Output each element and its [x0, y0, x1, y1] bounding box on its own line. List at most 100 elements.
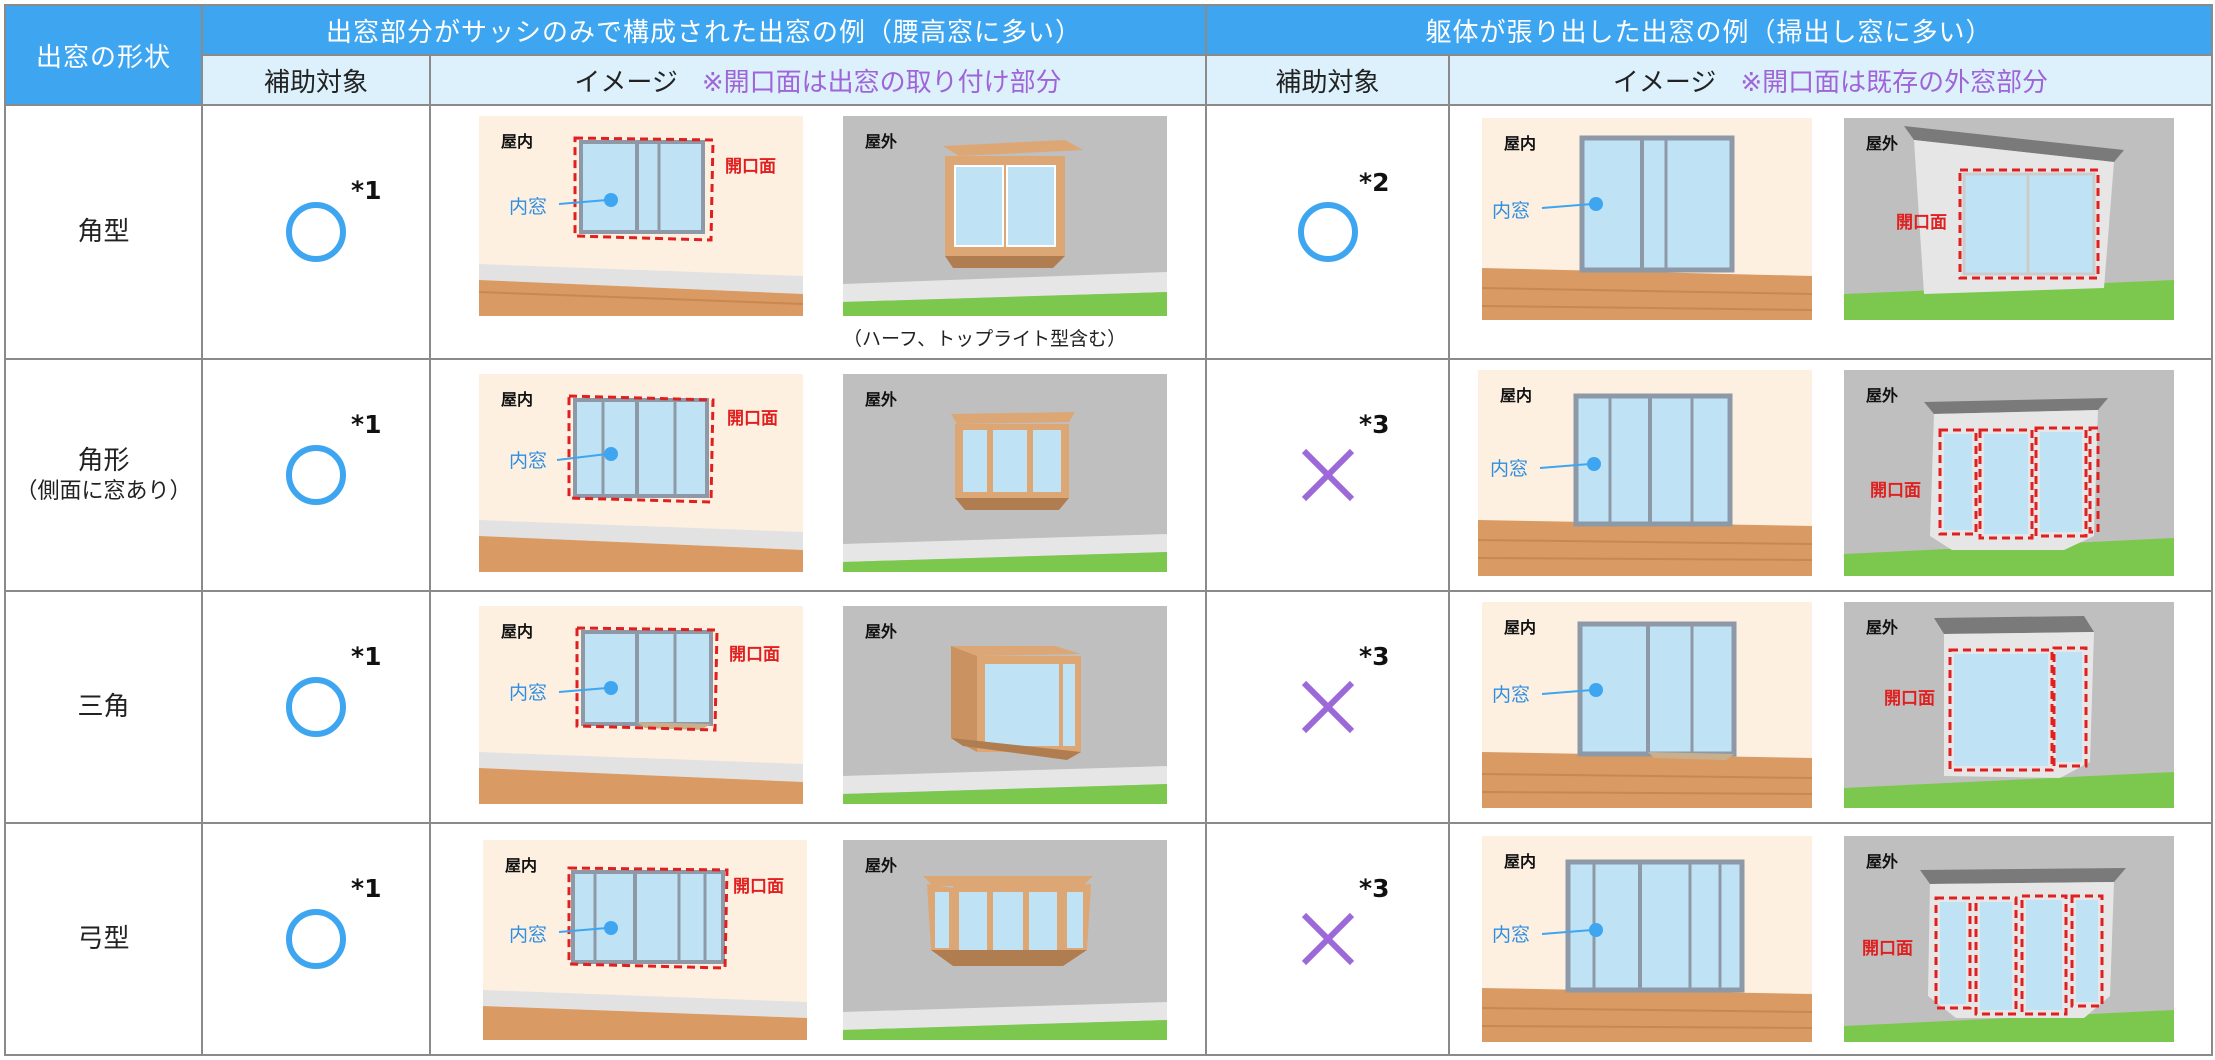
subsidy-cell-a: *1 — [201, 104, 431, 360]
outdoor-illustration: 屋外 開口面 — [1844, 118, 2174, 320]
image-cell-b: 屋内 内窓 屋外 開口面 — [1448, 358, 2213, 592]
subsidy-cell-a: *1 — [201, 358, 431, 592]
indoor-tag: 屋内 — [1504, 134, 1537, 153]
indoor-tag: 屋内 — [501, 622, 534, 641]
indoor-tag: 屋内 — [505, 856, 538, 875]
variant-caption: （ハーフ、トップライト型含む） — [843, 328, 1127, 350]
image-cell-a: 屋内 開口面 内窓 屋外 — [429, 822, 1207, 1056]
indoor-tag: 屋内 — [501, 132, 534, 151]
indoor-illustration: 屋内 開口面 内窓 — [479, 606, 803, 804]
inner-window-label: 内窓 — [1492, 924, 1531, 946]
indoor-illustration: 屋内 内窓 — [1482, 602, 1812, 808]
indoor-illustration: 屋内 開口面 内窓 — [483, 840, 807, 1040]
opening-label: 開口面 — [1862, 939, 1913, 959]
inner-window-label: 内窓 — [509, 682, 548, 704]
outdoor-tag: 屋外 — [865, 132, 898, 151]
indoor-tag: 屋内 — [1504, 618, 1537, 637]
outdoor-tag: 屋外 — [865, 622, 898, 641]
circle-mark-icon — [1297, 202, 1358, 262]
indoor-illustration: 屋内 内窓 — [1478, 370, 1812, 576]
shape-name-cell: 三角 — [4, 590, 203, 824]
subsidy-cell-a: *1 — [201, 590, 431, 824]
shape-name: 角形 — [77, 446, 130, 476]
footnote-ref: *1 — [351, 642, 382, 671]
image-cell-b: 屋内 内窓 屋外 開口面 — [1448, 104, 2213, 360]
footnote-ref: *1 — [351, 410, 382, 439]
opening-label: 開口面 — [1870, 481, 1921, 501]
outdoor-illustration: 屋外 — [843, 116, 1167, 316]
subsidy-cell-b: *3 — [1205, 822, 1450, 1056]
subsidy-cell-a: *1 — [201, 822, 431, 1056]
image-cell-a: 屋内 開口面 内窓 屋外 — [429, 590, 1207, 824]
circle-mark-icon — [286, 202, 346, 262]
image-cell-b: 屋内 内窓 屋外 開口面 — [1448, 590, 2213, 824]
inner-window-label: 内窓 — [509, 196, 548, 218]
inner-window-label: 内窓 — [1490, 458, 1529, 480]
footnote-ref: *1 — [351, 874, 382, 903]
subheader-subsidy-a: 補助対象 — [201, 54, 431, 106]
footnote-ref: *3 — [1359, 410, 1390, 439]
opening-label: 開口面 — [1884, 689, 1935, 709]
inner-window-label: 内窓 — [509, 450, 548, 472]
shape-name: 三角 — [77, 691, 130, 722]
image-label: イメージ — [574, 67, 678, 98]
inner-window-label: 内窓 — [1492, 684, 1531, 706]
subheader-image-a: イメージ※開口面は出窓の取り付け部分 — [429, 54, 1207, 106]
bay-window-table: 出窓の形状 出窓部分がサッシのみで構成された出窓の例（腰高窓に多い） 躯体が張り… — [4, 4, 2213, 1056]
circle-mark-icon — [286, 909, 346, 969]
outdoor-illustration: 屋外 開口面 — [1844, 836, 2174, 1042]
outdoor-tag: 屋外 — [865, 390, 898, 409]
opening-label: 開口面 — [729, 645, 780, 665]
outdoor-illustration: 屋外 — [843, 374, 1167, 572]
cross-mark-icon — [1301, 680, 1354, 734]
image-cell-a: 屋内 開口面 内窓 屋外 — [429, 358, 1207, 592]
shape-name-cell: 弓型 — [4, 822, 203, 1056]
header-shape: 出窓の形状 — [4, 4, 203, 106]
circle-mark-icon — [286, 677, 346, 737]
outdoor-illustration: 屋外 — [843, 606, 1167, 804]
subsidy-cell-b: *3 — [1205, 590, 1450, 824]
table-row: 角形（側面に窓あり） *1 屋内 開口面 内窓 — [4, 358, 2213, 592]
opening-label: 開口面 — [1896, 213, 1947, 233]
indoor-illustration: 屋内 内窓 — [1482, 836, 1812, 1042]
opening-label: 開口面 — [733, 877, 784, 897]
outdoor-illustration: 屋外 開口面 — [1844, 602, 2174, 808]
outdoor-tag: 屋外 — [865, 856, 898, 875]
shape-subtitle: （側面に窓あり） — [15, 478, 192, 504]
header-group-protruding: 躯体が張り出した出窓の例（掃出し窓に多い） — [1205, 4, 2213, 56]
subheader-subsidy-b: 補助対象 — [1205, 54, 1450, 106]
footnote-ref: *3 — [1359, 642, 1390, 671]
indoor-tag: 屋内 — [1500, 386, 1533, 405]
image-label: イメージ — [1612, 67, 1717, 98]
opening-label: 開口面 — [727, 409, 778, 429]
footnote-ref: *2 — [1359, 168, 1390, 197]
cross-mark-icon — [1301, 912, 1354, 966]
opening-note-b: ※開口面は既存の外窓部分 — [1740, 67, 2049, 98]
cross-mark-icon — [1301, 448, 1354, 502]
indoor-tag: 屋内 — [501, 390, 534, 409]
outdoor-tag: 屋外 — [1866, 618, 1899, 637]
footnote-ref: *3 — [1359, 874, 1390, 903]
indoor-illustration: 屋内 内窓 — [1482, 118, 1812, 320]
table-row: 角型 *1 屋内 開口面 内窓 — [4, 104, 2213, 360]
outdoor-illustration: 屋外 開口面 — [1844, 370, 2174, 576]
subsidy-cell-b: *2 — [1205, 104, 1450, 360]
outdoor-tag: 屋外 — [1866, 852, 1899, 871]
shape-name-cell: 角形（側面に窓あり） — [4, 358, 203, 592]
outdoor-tag: 屋外 — [1866, 386, 1899, 405]
header-group-sash-only: 出窓部分がサッシのみで構成された出窓の例（腰高窓に多い） — [201, 4, 1207, 56]
indoor-illustration: 屋内 開口面 内窓 — [479, 374, 803, 572]
table-row: 弓型 *1 屋内 開口面 — [4, 822, 2213, 1056]
table-row: 三角 *1 屋内 開口面 内窓 — [4, 590, 2213, 824]
shape-name: 角型 — [77, 216, 130, 247]
footnote-ref: *1 — [351, 176, 382, 205]
subsidy-cell-b: *3 — [1205, 358, 1450, 592]
inner-window-label: 内窓 — [1492, 200, 1531, 222]
opening-label: 開口面 — [725, 157, 776, 177]
image-cell-a: 屋内 開口面 内窓 屋外 （ハーフ、トップライト型含む） — [429, 104, 1207, 360]
inner-window-label: 内窓 — [509, 924, 548, 946]
image-cell-b: 屋内 内窓 屋外 開口面 — [1448, 822, 2213, 1056]
subheader-image-b: イメージ ※開口面は既存の外窓部分 — [1448, 54, 2213, 106]
shape-name: 弓型 — [77, 923, 130, 954]
